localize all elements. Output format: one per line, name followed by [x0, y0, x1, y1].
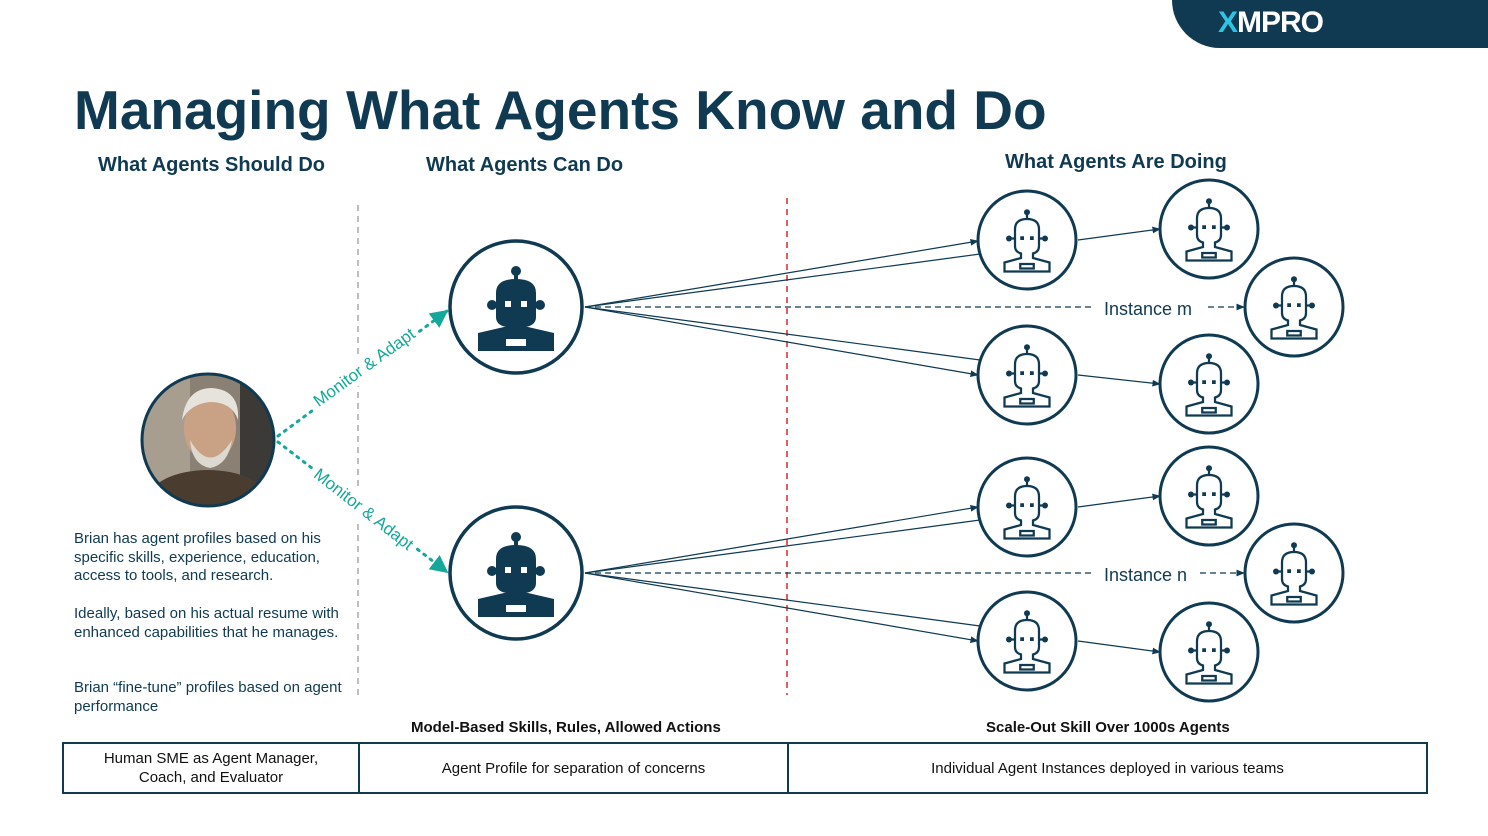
heading-can-do: What Agents Can Do [426, 154, 624, 176]
agent-instance[interactable] [1158, 601, 1260, 703]
instance-circle [1158, 178, 1260, 280]
table-cell-profile: Agent Profile for separation of concerns [358, 744, 787, 792]
instance-circle [1243, 522, 1345, 624]
instance-circle [1158, 445, 1260, 547]
caption-right: Scale-Out Skill Over 1000s Agents [986, 719, 1230, 736]
connections-bottom [584, 493, 1245, 655]
agent-instance[interactable] [976, 590, 1078, 692]
instance-circle [976, 324, 1078, 426]
agent-instance[interactable] [976, 189, 1078, 291]
instance-circle [976, 456, 1078, 558]
table-cell-human: Human SME as Agent Manager, Coach, and E… [103, 750, 319, 786]
instance-circle [1243, 256, 1345, 358]
description-resume: Ideally, based on his actual resume with… [74, 605, 339, 641]
agent-instance[interactable] [1158, 178, 1260, 280]
agent-instance[interactable] [1158, 333, 1260, 435]
table-cell-instances: Individual Agent Instances deployed in v… [787, 744, 1426, 792]
brian-avatar [140, 372, 276, 508]
connections-top [584, 226, 1245, 387]
logo-x: X [1218, 6, 1238, 39]
instance-circle [1158, 333, 1260, 435]
logo-text: MPRO [1237, 6, 1324, 39]
instance-circle [1158, 601, 1260, 703]
monitor-label-top: Monitor & Adapt [310, 324, 419, 411]
xmpro-logo: XMPRO [1218, 6, 1324, 40]
agent-instance[interactable] [1243, 522, 1345, 624]
agent-instance[interactable] [976, 324, 1078, 426]
description-skills: Brian has agent profiles based on his sp… [74, 530, 321, 584]
agent-instance[interactable] [1158, 445, 1260, 547]
caption-middle: Model-Based Skills, Rules, Allowed Actio… [411, 719, 721, 736]
summary-table: Human SME as Agent Manager, Coach, and E… [62, 742, 1428, 794]
heading-are-doing: What Agents Are Doing [1005, 151, 1227, 173]
instance-m-label: Instance m [1104, 299, 1192, 319]
agent-instance[interactable] [1243, 256, 1345, 358]
agent-profile-bottom[interactable] [448, 505, 584, 641]
instance-circle [976, 189, 1078, 291]
logo-banner [1172, 0, 1488, 48]
description-finetune: Brian “fine-tune” profiles based on agen… [74, 679, 342, 715]
agent-profile-top[interactable] [448, 239, 584, 375]
heading-should-do: What Agents Should Do [98, 154, 326, 176]
agent-instances [976, 178, 1345, 703]
instance-n-label: Instance n [1104, 565, 1187, 585]
page-title: Managing What Agents Know and Do [74, 79, 1047, 141]
agent-instance[interactable] [976, 456, 1078, 558]
instance-circle [976, 590, 1078, 692]
